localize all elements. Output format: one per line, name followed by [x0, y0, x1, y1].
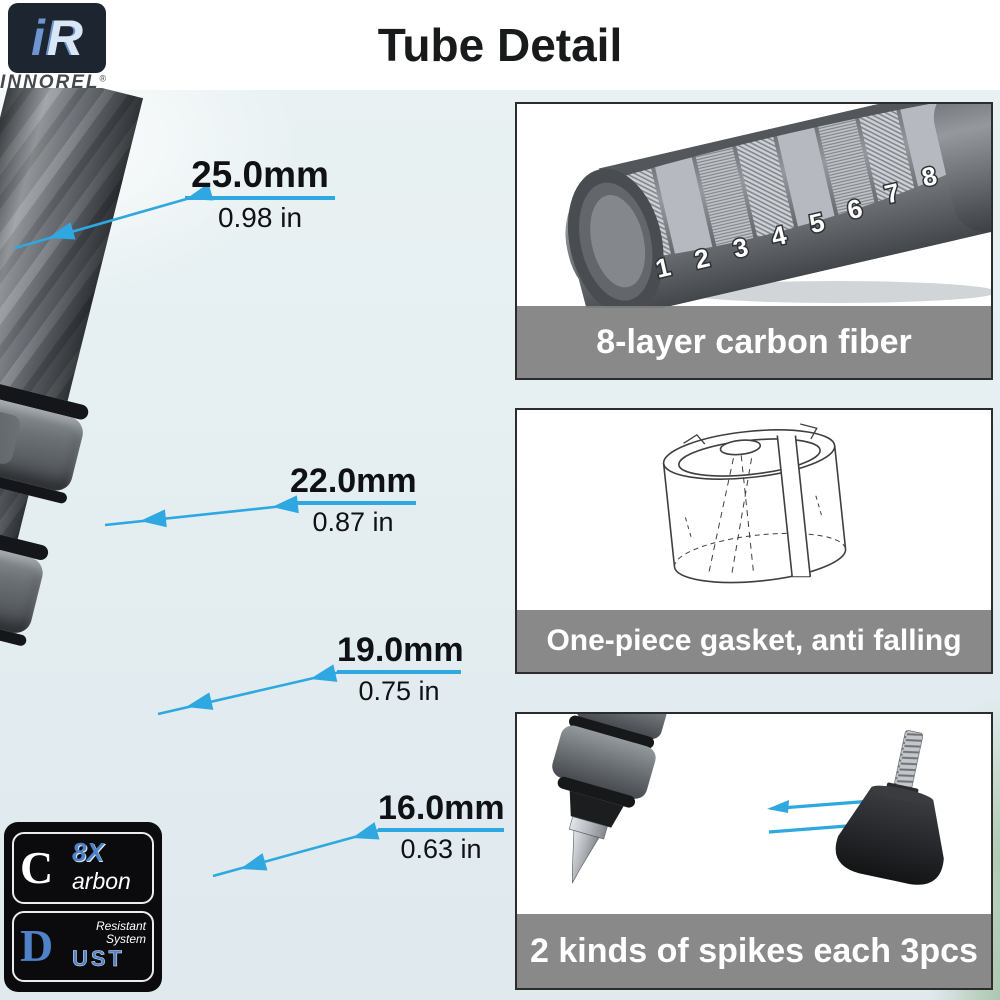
clamp-recess: [0, 393, 23, 466]
badge-ust-text: UST: [72, 946, 125, 972]
panel-caption: One-piece gasket, anti falling: [517, 610, 991, 672]
panel-spikes: 2 kinds of spikes each 3pcs: [515, 712, 993, 990]
measurement-mm: 25.0mm: [185, 155, 335, 200]
innorel-logo: i R: [8, 3, 106, 73]
badge-letter-c: C: [20, 841, 54, 893]
panel-carbon-fiber: 1 2 3 4 5 6 7 8 8-layer carbon fiber: [515, 102, 993, 380]
feature-badges: C 8X arbon D Resistant System UST: [4, 822, 162, 992]
measurement-19mm: 19.0mm 0.75 in: [337, 632, 464, 707]
badge-letter-d: D: [20, 920, 54, 972]
measurement-22mm: 22.0mm 0.87 in: [290, 463, 417, 538]
registered-mark: ®: [99, 73, 107, 84]
badge-system: System: [105, 932, 146, 947]
measurement-inch: 0.87 in: [312, 506, 394, 537]
measurement-mm: 22.0mm: [290, 463, 417, 505]
gasket-illustration: [662, 423, 847, 584]
measurement-inch: 0.98 in: [217, 201, 303, 233]
carbon-tube-illustration: 1 2 3 4 5 6 7 8: [565, 104, 991, 325]
badge-8x: 8X: [72, 836, 104, 867]
measurement-16mm: 16.0mm 0.63 in: [378, 790, 505, 865]
logo-letter-r: R: [46, 10, 83, 66]
measurement-inch: 0.75 in: [358, 675, 440, 706]
brand-name: INNOREL®: [0, 72, 120, 94]
top-white-band: [0, 0, 1000, 90]
spikes-illustration: [552, 714, 944, 885]
panel-gasket: One-piece gasket, anti falling: [515, 408, 993, 674]
measurement-inch: 0.63 in: [400, 833, 482, 864]
page-title: Tube Detail: [377, 19, 623, 71]
logo-letter-i: i: [30, 10, 45, 66]
carbon-8x-badge: C 8X arbon: [12, 832, 154, 904]
panel-caption: 2 kinds of spikes each 3pcs: [517, 914, 991, 988]
measurement-mm: 19.0mm: [337, 632, 464, 674]
brand-text: INNOREL: [0, 72, 100, 93]
badge-carbon-text: arbon: [72, 867, 131, 894]
measurement-25mm: 25.0mm 0.98 in: [185, 155, 335, 234]
badge-resistant: Resistant: [95, 918, 146, 933]
badge-resistant-system: Resistant System: [72, 918, 146, 947]
measurement-mm: 16.0mm: [378, 790, 505, 832]
dust-resistant-badge: D Resistant System UST: [12, 910, 154, 982]
panel-caption: 8-layer carbon fiber: [517, 306, 991, 378]
tube-section-25mm: [0, 88, 144, 401]
